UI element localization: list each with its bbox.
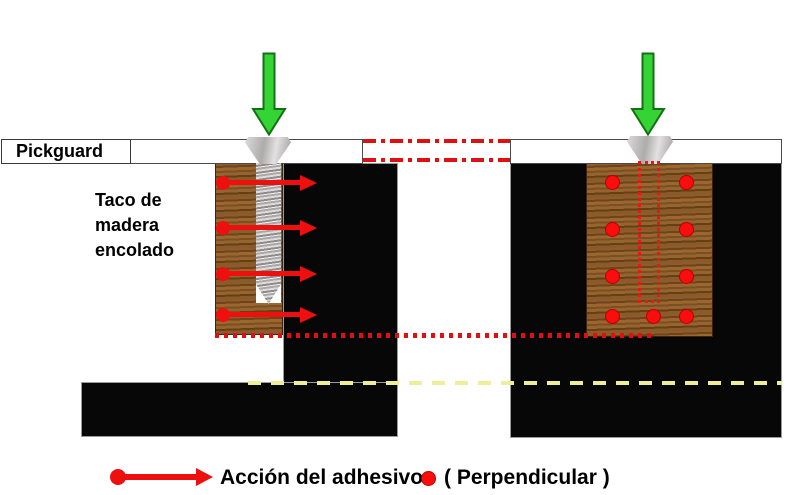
perpendicular-dot xyxy=(646,309,661,324)
down-force-arrow-icon-left xyxy=(251,52,287,136)
pickguard-label-box: Pickguard xyxy=(1,139,131,164)
adhesive-arrow-1 xyxy=(216,175,317,191)
glue-plane-dotted-line xyxy=(215,333,652,338)
wood-block-label: Taco de madera encolado xyxy=(95,190,175,260)
adhesive-arrow-4 xyxy=(216,307,317,323)
pickguard-dashdot-line-bottom xyxy=(363,158,510,162)
left-body-seam xyxy=(285,384,396,435)
perpendicular-dot xyxy=(605,309,620,324)
arrow-head-icon xyxy=(300,175,317,191)
arrow-head-icon xyxy=(300,220,317,236)
perpendicular-dot xyxy=(679,269,694,284)
legend-arrow-head-icon xyxy=(196,468,213,486)
pickguard-dashdot-line-top xyxy=(363,139,510,143)
left-screw-shank-icon xyxy=(256,163,281,304)
body-joint-dashed-line xyxy=(248,381,782,385)
perpendicular-dot xyxy=(679,309,694,324)
adhesive-arrow-2 xyxy=(216,220,317,236)
arrow-head-icon xyxy=(300,307,317,323)
legend-perpendicular-label: ( Perpendicular ) xyxy=(444,466,610,489)
perpendicular-dot xyxy=(605,175,620,190)
legend-adhesive-label: Acción del adhesivo . xyxy=(220,466,435,489)
right-wood-block xyxy=(586,163,713,337)
pickguard-label: Pickguard xyxy=(16,141,104,161)
hidden-screw-outline xyxy=(638,161,660,303)
perpendicular-dot xyxy=(605,269,620,284)
legend-arrow-shaft xyxy=(118,474,198,480)
arrow-head-icon xyxy=(300,266,317,282)
down-force-arrow-icon-right xyxy=(630,52,666,136)
perpendicular-dot xyxy=(679,222,694,237)
adhesive-arrow-3 xyxy=(216,266,317,282)
perpendicular-dot xyxy=(605,222,620,237)
perpendicular-dot xyxy=(679,175,694,190)
legend-perpendicular-dot-icon xyxy=(421,471,436,486)
